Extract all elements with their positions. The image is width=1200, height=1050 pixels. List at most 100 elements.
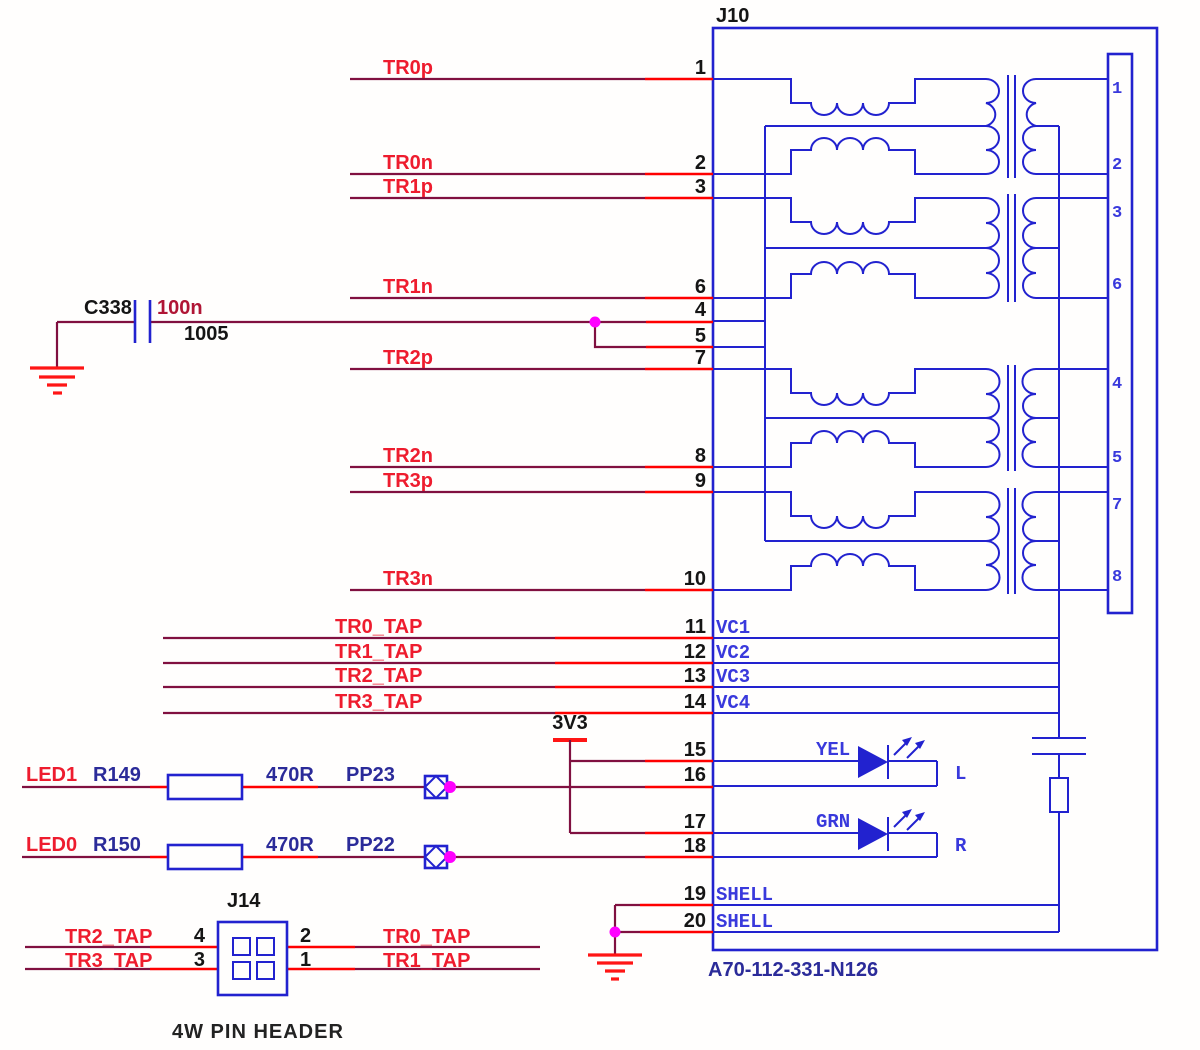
pin-number: 8 [1112, 568, 1122, 587]
pin-number: 1 [695, 57, 706, 79]
pin-number: 7 [1112, 496, 1122, 515]
net-label-tr2p: TR2p [383, 347, 433, 369]
capacitor-value: 100n [157, 297, 203, 319]
pin-number: 15 [684, 739, 706, 761]
net-label-tr0-tap-hdr: TR0_TAP [383, 926, 470, 948]
connector-part-number: A70-112-331-N126 [708, 959, 878, 981]
resistor-value-470r: 470R [266, 764, 314, 786]
secondary-tap-bus-and-shield-rc [713, 126, 1086, 933]
pin-number: 19 [684, 883, 706, 905]
junction-dot [609, 926, 621, 938]
net-label-tr3p: TR3p [383, 470, 433, 492]
secondary-winding [1022, 78, 1037, 175]
shield-resistor [1049, 777, 1069, 813]
pin-number: 14 [684, 691, 707, 713]
inner-label-vc3: VC3 [716, 666, 750, 688]
led-side-label-r: R [955, 835, 967, 857]
pin-number: 9 [695, 470, 706, 492]
header-caption: 4W PIN HEADER [172, 1021, 344, 1043]
pin-number: 7 [695, 347, 706, 369]
inner-label-shell-2: SHELL [716, 911, 773, 933]
transformer-channel-2 [713, 365, 1108, 471]
net-label-tr1-tap: TR1_TAP [335, 641, 422, 663]
transformer-channel-0 [713, 75, 1108, 178]
header-ref: J14 [227, 890, 261, 912]
power-rail-3v3 [553, 738, 713, 835]
led1-driver-row [22, 773, 713, 801]
pin-number: 2 [695, 152, 706, 174]
net-label-led0: LED0 [26, 834, 77, 856]
net-label-tr2-tap: TR2_TAP [335, 665, 422, 687]
transformer-channel-3 [713, 488, 1108, 594]
ground-symbol [30, 366, 84, 395]
header-pin-3: 3 [194, 949, 205, 971]
resistor-ref-r149: R149 [93, 764, 141, 786]
pin-number: 6 [695, 276, 706, 298]
resistor-value-470r: 470R [266, 834, 314, 856]
pin-number: 13 [684, 665, 706, 687]
pin-number: 17 [684, 811, 706, 833]
net-label-tr3-tap-hdr: TR3_TAP [65, 950, 152, 972]
pair-signal-wires [350, 77, 713, 592]
inner-label-shell-1: SHELL [716, 884, 773, 906]
inner-label-vc2: VC2 [716, 642, 750, 664]
pin-number: 20 [684, 910, 706, 932]
secondary-leads [1036, 78, 1108, 175]
net-label-led1: LED1 [26, 764, 77, 786]
inner-label-vc4: VC4 [716, 692, 750, 714]
net-label-tr1-tap-hdr: TR1_TAP [383, 950, 470, 972]
net-label-tr1n: TR1n [383, 276, 433, 298]
capacitor-footprint: 1005 [184, 323, 229, 345]
pin-number: 11 [685, 616, 706, 638]
led-color-label-yel: YEL [816, 739, 850, 761]
shell-ground [588, 903, 713, 981]
net-label-tr1p: TR1p [383, 176, 433, 198]
test-point-label-pp23: PP23 [346, 764, 395, 786]
net-label-tr0p: TR0p [383, 57, 433, 79]
net-label-tr0n: TR0n [383, 152, 433, 174]
pin-number: 10 [684, 568, 706, 590]
pin-number: 18 [684, 835, 706, 857]
tap-signal-wires [163, 636, 713, 715]
pin-number: 3 [695, 176, 706, 198]
header-j14 [25, 920, 540, 997]
pin-number: 4 [1112, 375, 1122, 394]
c338-circuit [30, 300, 713, 395]
pin-number: 6 [1112, 276, 1122, 295]
led0-driver-row [22, 843, 713, 871]
led-green [713, 809, 938, 858]
net-label-tr2-tap-hdr: TR2_TAP [65, 926, 152, 948]
net-label-tr3n: TR3n [383, 568, 433, 590]
choke-top-winding [713, 78, 986, 116]
primary-winding [985, 78, 1000, 175]
test-point-pp22 [423, 844, 456, 870]
pin-number: 5 [695, 325, 706, 347]
j10-inner-pin-labels: VC1 VC2 VC3 VC4 SHELL SHELL [716, 617, 773, 933]
core [1007, 75, 1016, 178]
pin-number: 12 [684, 641, 706, 663]
pin-number: 2 [1112, 156, 1122, 175]
shield-capacitor [1032, 737, 1086, 755]
right-pin-strip [1106, 52, 1134, 615]
resistor-r150 [166, 843, 244, 871]
pair-net-labels: TR0p TR0n TR1p TR1n TR2p TR2n TR3p TR3n [383, 57, 433, 590]
capacitor-plates [133, 300, 152, 343]
header-pin-4: 4 [194, 925, 206, 947]
junction-dot [589, 316, 601, 328]
primary-tap-bus [713, 126, 766, 541]
pin-number: 4 [695, 299, 707, 321]
inner-label-vc1: VC1 [716, 617, 750, 639]
j10-right-pin-numbers: 1 2 3 6 4 5 7 8 [1112, 80, 1122, 587]
net-label-tr3-tap: TR3_TAP [335, 691, 422, 713]
tap-net-labels: TR0_TAP TR1_TAP TR2_TAP TR3_TAP [335, 616, 422, 713]
choke-bottom-winding [713, 137, 986, 175]
ground-symbol [588, 953, 642, 981]
connector-ref: J10 [716, 5, 749, 27]
power-rail-label: 3V3 [552, 712, 588, 734]
led-yellow [713, 737, 938, 787]
led-triangle [858, 818, 888, 850]
led-color-label-grn: GRN [816, 811, 850, 833]
transformer-channel-1 [713, 194, 1108, 302]
